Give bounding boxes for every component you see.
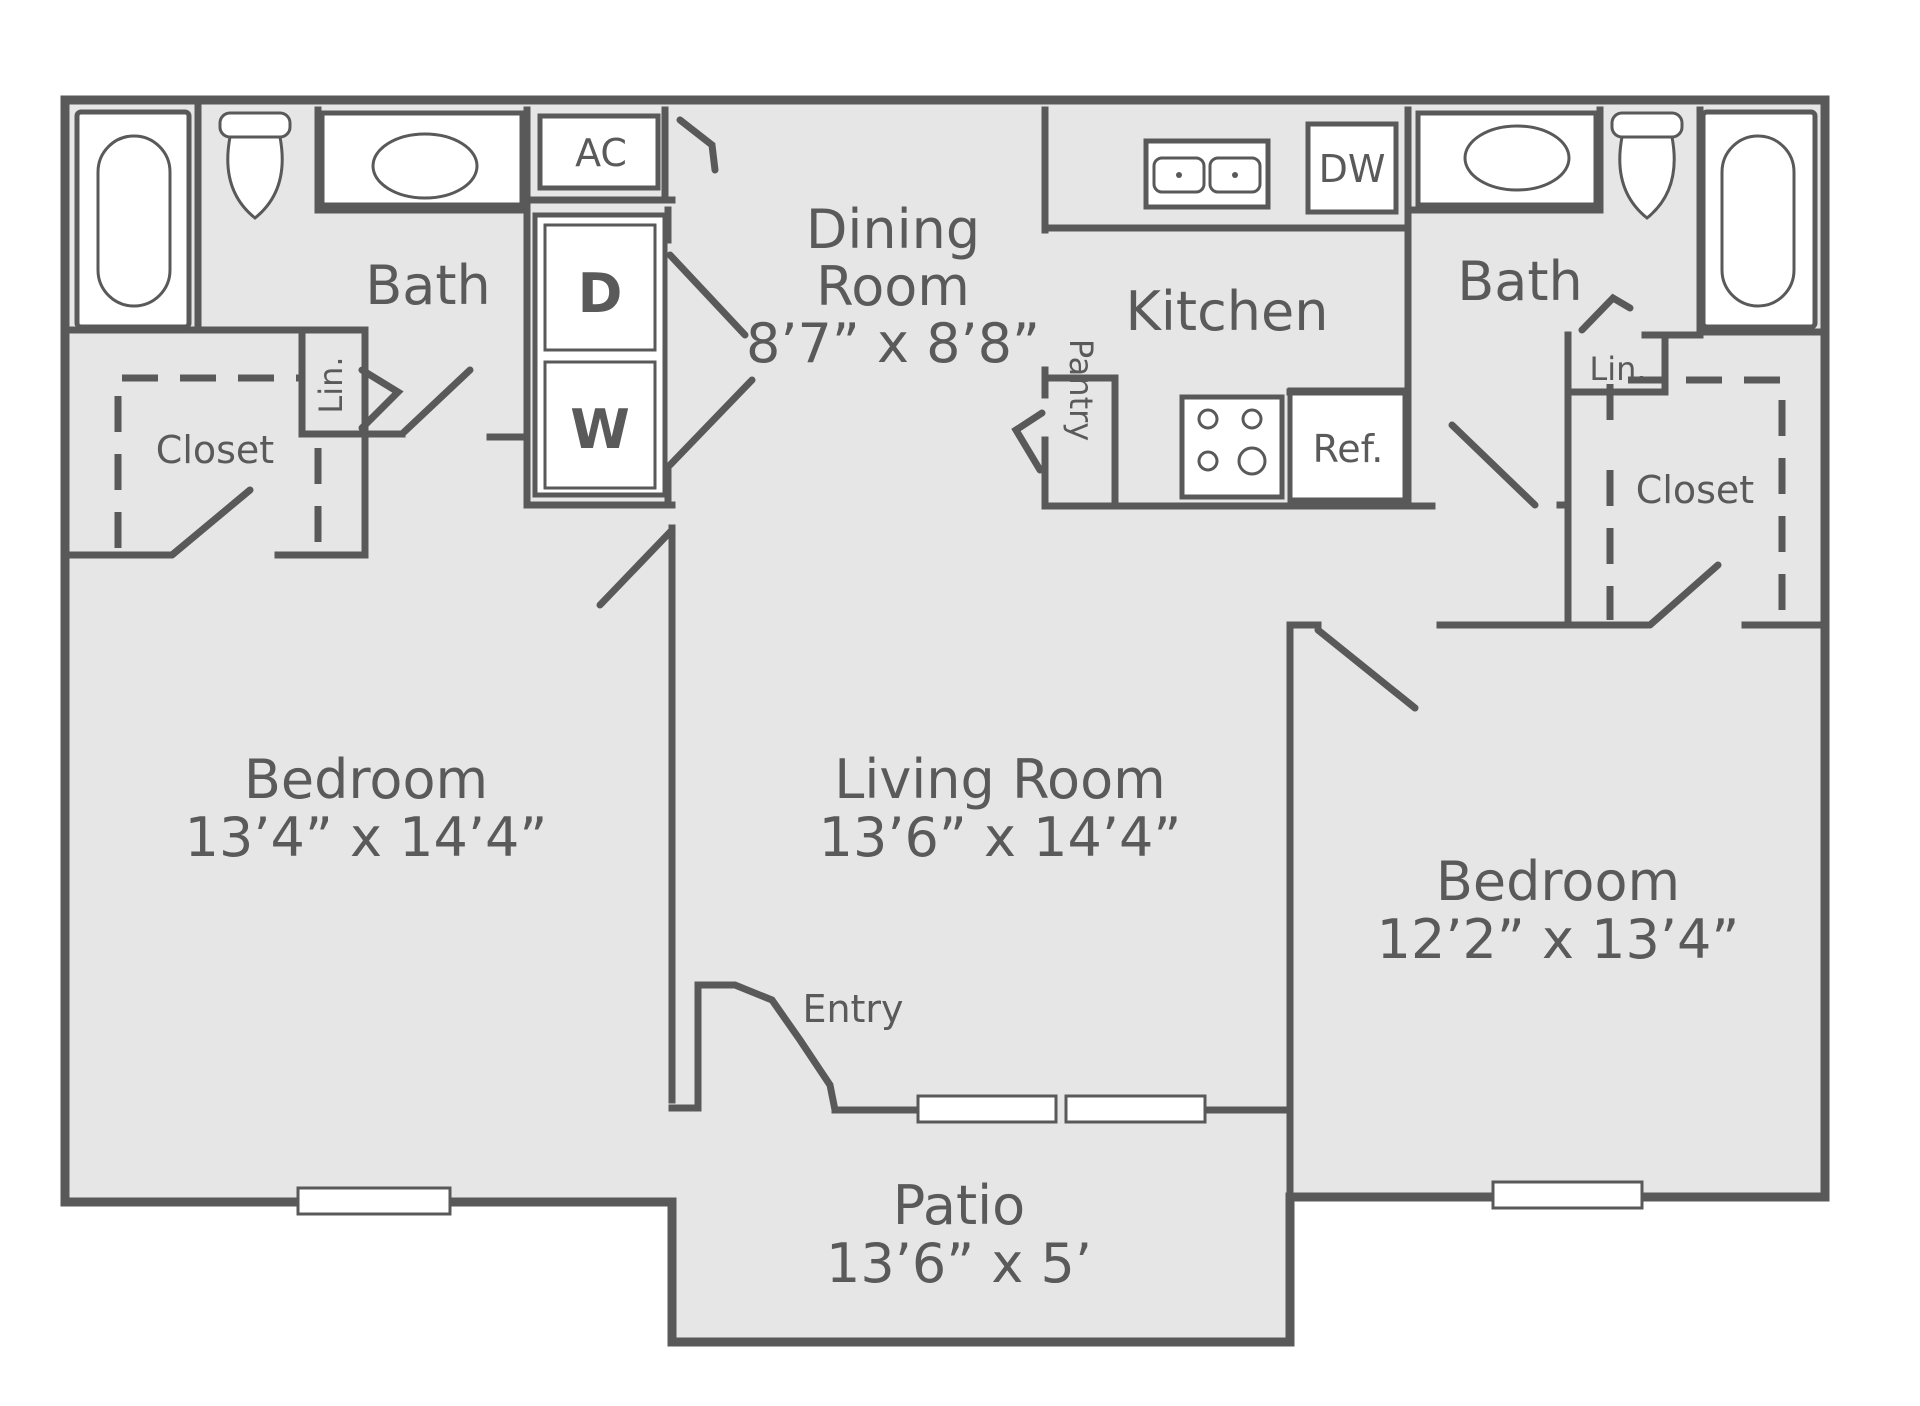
bath-left-label: Bath <box>365 254 491 317</box>
laundry-door-bottom <box>666 376 756 469</box>
linen-right-label: Lin. <box>1589 350 1646 388</box>
patio-dims: 13’6” x 5’ <box>826 1232 1092 1295</box>
kitchen-sink-icon <box>1143 138 1271 210</box>
kitchen-label: Kitchen <box>1126 280 1329 343</box>
right-bath-walls <box>1411 106 1829 629</box>
right-bedroom-window <box>1491 1180 1644 1210</box>
pantry-label: Pantry <box>1062 339 1100 441</box>
dishwasher-label: DW <box>1319 147 1386 191</box>
right-sink-icon <box>1463 124 1571 192</box>
dryer[interactable] <box>543 223 657 352</box>
left-bedroom-window <box>296 1186 452 1216</box>
dishwasher[interactable] <box>1305 121 1399 215</box>
washer-label: W <box>570 398 630 461</box>
patio-slider-right <box>1064 1094 1207 1124</box>
washer[interactable] <box>543 360 657 490</box>
bedroom-left-dims: 13’4” x 14’4” <box>185 806 548 869</box>
bath-right-label: Bath <box>1457 250 1583 313</box>
pantry-door <box>1011 409 1046 474</box>
dining-label-line1: Dining <box>806 198 980 261</box>
right-closet-door <box>1646 561 1722 629</box>
right-linen-door <box>1578 293 1634 334</box>
dining-dims: 8’7” x 8’8” <box>746 312 1040 375</box>
left-closet-rod <box>114 374 300 548</box>
hall-door <box>596 526 676 609</box>
bedroom-right-label: Bedroom <box>1436 850 1680 913</box>
closet-right-label: Closet <box>1636 468 1754 512</box>
refrigerator-label: Ref. <box>1313 427 1384 471</box>
bedroom-right-dims: 12’2” x 13’4” <box>1377 908 1740 971</box>
ac-door <box>676 116 719 174</box>
stove-icon[interactable] <box>1179 394 1285 500</box>
dining-label-line2: Room <box>816 255 970 318</box>
ac-closet[interactable] <box>537 113 661 191</box>
living-room-label: Living Room <box>834 748 1166 811</box>
left-closet-door <box>168 486 254 559</box>
right-bath-door <box>1448 421 1539 509</box>
ac-label: AC <box>575 131 627 175</box>
left-linen-door <box>358 366 404 432</box>
patio-slider-left <box>916 1094 1058 1124</box>
left-bath-door <box>398 366 474 438</box>
right-toilet-icon <box>1610 111 1684 220</box>
right-bedroom-door <box>1314 626 1419 712</box>
exterior-wall <box>60 95 1830 1347</box>
entry-door[interactable] <box>696 981 839 1114</box>
dryer-label: D <box>578 262 623 325</box>
right-tub-basin <box>1720 134 1796 308</box>
laundry-door-top <box>666 251 749 339</box>
left-tub-basin <box>96 134 172 308</box>
left-toilet-icon <box>218 111 292 220</box>
patio-label: Patio <box>893 1174 1025 1237</box>
left-sink-icon <box>371 132 479 200</box>
right-closet-rod <box>1606 376 1786 620</box>
bedroom-left-label: Bedroom <box>244 748 488 811</box>
entry-label: Entry <box>802 987 903 1031</box>
living-room-dims: 13’6” x 14’4” <box>819 806 1182 869</box>
linen-left-label: Lin. <box>312 356 350 413</box>
closet-left-label: Closet <box>156 428 274 472</box>
kitchen-walls <box>1041 106 1436 510</box>
